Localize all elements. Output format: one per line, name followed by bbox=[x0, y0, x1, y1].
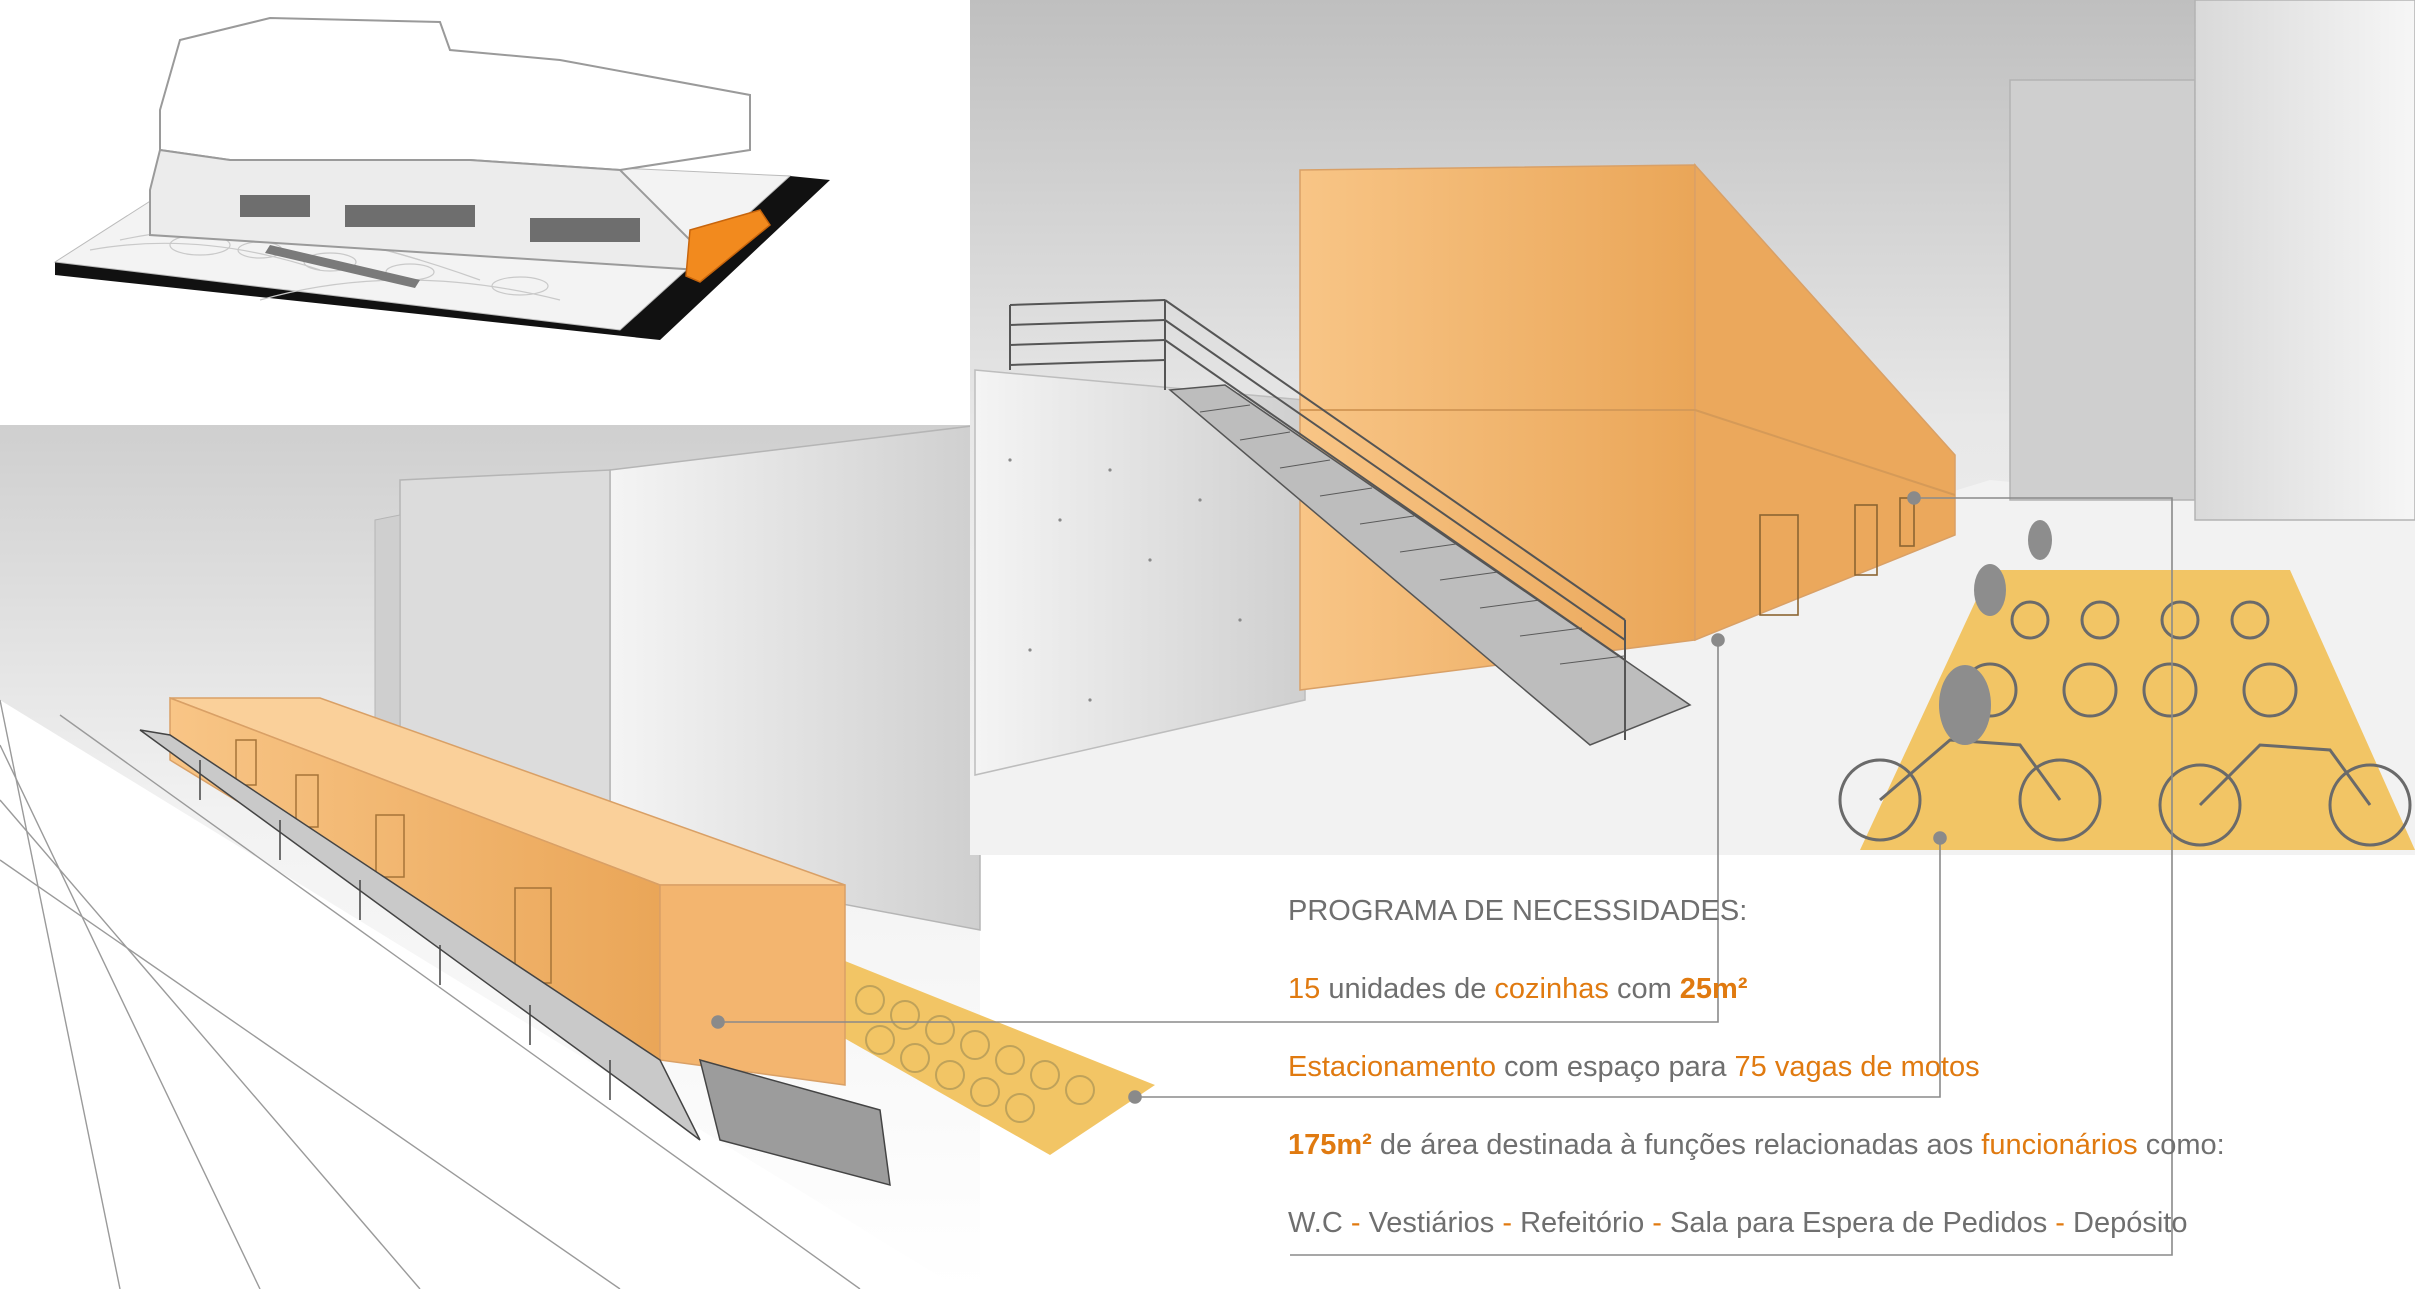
parking-text-1: com espaço para bbox=[1495, 1051, 1735, 1083]
program-heading: PROGRAMA DE NECESSIDADES: bbox=[1288, 895, 1748, 927]
site-ramp bbox=[265, 245, 420, 288]
leader-parking bbox=[1135, 838, 1941, 1098]
staff-text-2: como: bbox=[2137, 1129, 2225, 1161]
leader-staff bbox=[1290, 497, 2173, 1256]
staff-text-1: de área destinada à funções relacionadas… bbox=[1371, 1129, 1982, 1161]
kitchens-text-2: com bbox=[1608, 973, 1680, 1005]
parking-spaces: 75 vagas de motos bbox=[1734, 1051, 1980, 1083]
callout-leaders bbox=[711, 491, 2173, 1256]
orange-volume-floor-line-side bbox=[1694, 409, 1956, 496]
kitchens-text-1: unidades de bbox=[1320, 973, 1495, 1005]
leader-dot-kitchen-interior bbox=[1711, 633, 1725, 647]
facility-order-waiting-room: Sala para Espera de Pedidos bbox=[1669, 1207, 2048, 1239]
program-staff-line: 175m² de área destinada à funções relaci… bbox=[1288, 1129, 2225, 1162]
facility-separator-4: - bbox=[2047, 1207, 2074, 1239]
facility-dining-hall: Refeitório bbox=[1520, 1207, 1645, 1239]
site-highlight-volume bbox=[685, 209, 772, 283]
ramp-railing bbox=[139, 729, 701, 1141]
leader-dot-parking-interior bbox=[1933, 831, 1947, 845]
background-tower-right bbox=[2194, 0, 2415, 521]
kitchen-block-end bbox=[659, 884, 846, 1086]
interior-bike-area bbox=[1860, 570, 2415, 850]
facility-separator-2: - bbox=[1494, 1207, 1521, 1239]
street-perspective-view bbox=[0, 424, 1155, 1289]
kitchens-area: 25m² bbox=[1679, 973, 1748, 1005]
facility-separator-1: - bbox=[1350, 1207, 1369, 1239]
site-overview-view bbox=[53, 16, 830, 340]
parking-highlight: Estacionamento bbox=[1288, 1051, 1496, 1083]
program-kitchens-line: 15 unidades de cozinhas com 25m² bbox=[1288, 973, 1748, 1006]
facility-separator-3: - bbox=[1644, 1207, 1670, 1239]
stair-flight bbox=[1168, 384, 1692, 746]
kitchens-count: 15 bbox=[1288, 973, 1321, 1005]
bike-parking-area bbox=[830, 955, 1155, 1155]
leader-kitchen bbox=[718, 640, 1719, 1023]
street-ground bbox=[0, 700, 960, 1289]
background-tower-left bbox=[2009, 79, 2196, 501]
building-facade-openings bbox=[240, 195, 640, 242]
building-roof bbox=[159, 16, 751, 172]
interior-perspective-view bbox=[970, 0, 2415, 855]
interior-motorcycles bbox=[1838, 600, 2412, 847]
facility-storage: Depósito bbox=[2073, 1207, 2188, 1239]
interior-riders bbox=[1939, 520, 2052, 745]
stair-railing bbox=[1009, 299, 1626, 740]
orange-volume-doors bbox=[1759, 497, 1915, 616]
interior-stair bbox=[1009, 299, 1692, 746]
kitchens-highlight: cozinhas bbox=[1494, 973, 1609, 1005]
ramp-railing-posts bbox=[199, 760, 611, 1100]
staff-highlight: funcionários bbox=[1981, 1129, 2138, 1161]
retaining-wall-texture bbox=[1008, 458, 1242, 702]
bike-parking-motorcycles bbox=[855, 985, 1095, 1123]
facility-wc: W.C bbox=[1288, 1207, 1351, 1239]
stair-treads bbox=[1199, 404, 1625, 665]
facility-changing-rooms: Vestiários bbox=[1368, 1207, 1495, 1239]
program-facilities-line: W.C - Vestiários - Refeitório - Sala par… bbox=[1288, 1207, 2188, 1240]
staff-area: 175m² bbox=[1288, 1129, 1372, 1161]
program-parking-line: Estacionamento com espaço para 75 vagas … bbox=[1288, 1051, 1980, 1084]
street-lines bbox=[0, 699, 861, 1289]
ramp-stair bbox=[698, 1058, 891, 1187]
